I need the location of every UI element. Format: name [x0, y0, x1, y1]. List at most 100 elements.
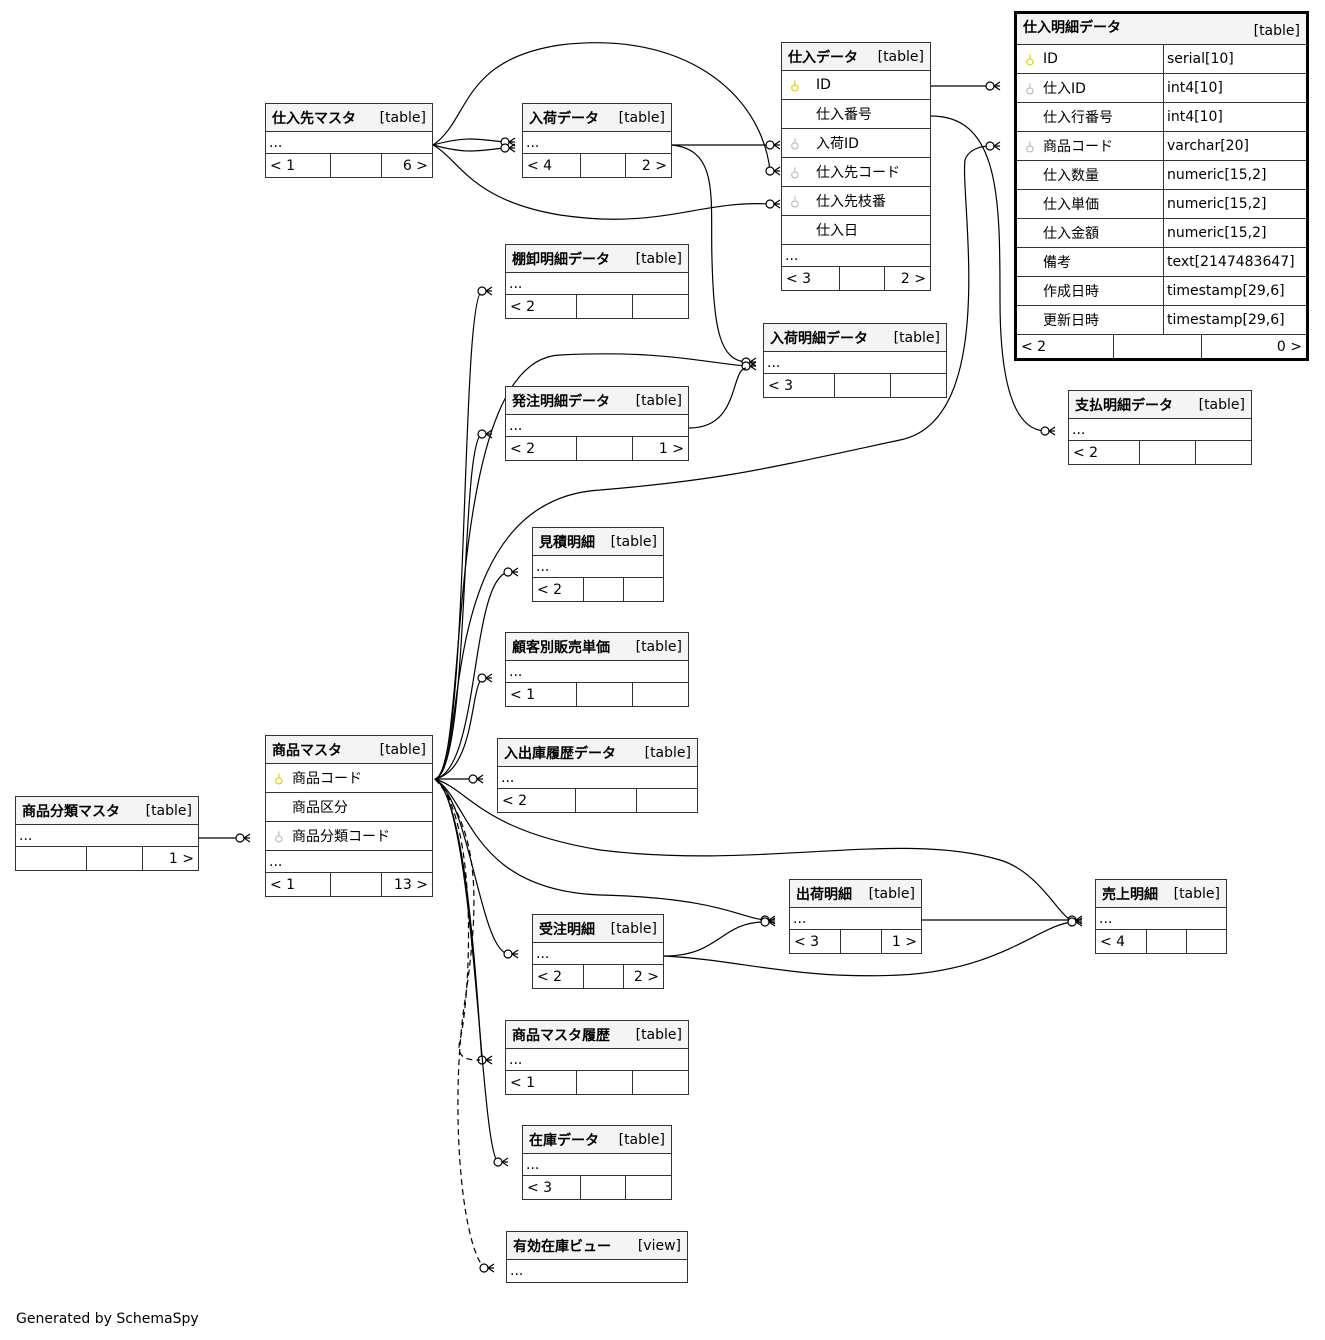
crows-foot-icon [993, 81, 1001, 91]
column-type: timestamp[29,6] [1163, 306, 1306, 334]
table-nyuka-meisai[interactable]: 入荷明細データ[table]...< 3 [763, 323, 947, 398]
table-shohin[interactable]: 商品マスタ [table] ⚲商品コード商品区分 ⚲ 商品分類コード ... < 1… [265, 735, 433, 897]
zero-or-many-marker-icon [765, 166, 775, 176]
zero-or-many-marker-icon [477, 673, 487, 683]
more-columns: ... [266, 851, 432, 873]
table-name: 受注明細 [539, 921, 595, 938]
column-row[interactable]: 仕入日 [782, 216, 930, 245]
row-count [579, 1176, 627, 1199]
crows-foot-icon [476, 774, 484, 784]
table-name: 棚卸明細データ [512, 251, 610, 268]
table-type: [table] [610, 533, 657, 550]
table-footer: < 2 [506, 295, 688, 318]
column-cell: ⚲仕入ID [1017, 74, 1163, 102]
foreign-key-icon: ⚲ [274, 828, 284, 844]
table-type: [table] [635, 1026, 682, 1043]
column-row[interactable]: 仕入番号 [782, 100, 930, 129]
table-bunrui[interactable]: 商品分類マスタ[table]...1 > [15, 796, 199, 871]
table-header: 売上明細[table] [1096, 880, 1226, 908]
column-name: 商品分類コード [292, 829, 390, 845]
table-uriage[interactable]: 売上明細[table]...< 4 [1095, 879, 1227, 954]
table-header: 入荷明細データ[table] [764, 324, 946, 352]
table-type: [table] [644, 744, 691, 761]
column-row[interactable]: 商品区分 [266, 793, 432, 822]
column-name: 仕入数量 [1043, 168, 1099, 184]
more-columns: ... [510, 1263, 524, 1279]
column-cell: 仕入単価 [1017, 190, 1163, 218]
relationship-line [688, 367, 747, 429]
relationship-line [434, 778, 509, 955]
child-count: 2 > [641, 157, 667, 174]
table-kokyaku[interactable]: 顧客別販売単価[table]...< 1 [505, 632, 689, 707]
column-name: 商品区分 [292, 800, 348, 816]
table-type: [table] [877, 48, 924, 65]
column-row[interactable]: ⚲ 仕入先コード [782, 158, 930, 187]
column-row[interactable]: ⚲入荷ID [782, 129, 930, 158]
column-row[interactable]: ⚲商品コード [266, 764, 432, 793]
crows-foot-icon [485, 1055, 493, 1065]
table-footer: < 3 2 > [782, 267, 930, 290]
table-nyushukko[interactable]: 入出庫履歴データ[table]...< 2 [497, 738, 698, 813]
generated-by-label: Generated by SchemaSpy [16, 1311, 199, 1327]
column-name: 仕入先コード [816, 165, 900, 181]
table-name: 有効在庫ビュー [513, 1238, 611, 1255]
parent-count: < 2 [537, 968, 563, 985]
table-header: 受注明細[table] [533, 915, 663, 943]
column-cell: 仕入番号 [782, 100, 930, 128]
parent-count: < 2 [537, 581, 563, 598]
foreign-key-icon: ⚲ [790, 164, 800, 180]
table-tanaoroshi[interactable]: 棚卸明細データ[table]...< 2 [505, 244, 689, 319]
table-footer: < 1 13 > [266, 873, 432, 896]
table-shiharai[interactable]: 支払明細データ[table]...< 2 [1068, 390, 1252, 465]
column-cell: 仕入金額 [1017, 219, 1163, 247]
column-cell: 仕入日 [782, 216, 930, 244]
table-type: [table] [635, 392, 682, 409]
relationship-line [434, 778, 1073, 921]
relationship-line [671, 144, 747, 363]
crows-foot-icon [511, 949, 519, 959]
table-header: 有効在庫ビュー[view] [507, 1232, 687, 1260]
child-count: 1 > [891, 933, 917, 950]
table-name: 在庫データ [529, 1132, 599, 1149]
column-row[interactable]: ⚲ 商品分類コード [266, 822, 432, 851]
relationship-line [434, 290, 483, 780]
column-cell: 備考 [1017, 248, 1163, 276]
more-columns: ... [790, 908, 921, 930]
table-yuko-zaiko[interactable]: 有効在庫ビュー[view]... [506, 1231, 688, 1283]
column-row[interactable]: ⚲ID [782, 71, 930, 100]
table-name: 見積明細 [539, 534, 595, 551]
column-cell: ⚲入荷ID [782, 129, 930, 157]
table-zaiko[interactable]: 在庫データ[table]...< 3 [522, 1125, 672, 1200]
column-row[interactable]: ⚲仕入先枝番 [782, 187, 930, 216]
parent-count: < 1 [270, 157, 296, 174]
zero-or-many-marker-icon [477, 429, 487, 439]
column-type: numeric[15,2] [1163, 219, 1306, 247]
table-shohin-rireki[interactable]: 商品マスタ履歴[table]...< 1 [505, 1020, 689, 1095]
relationship-line [663, 921, 1073, 977]
more-columns: ... [533, 556, 663, 578]
table-header: 商品マスタ [table] [266, 736, 432, 764]
parent-count: < 1 [270, 876, 296, 893]
table-mitsumori[interactable]: 見積明細 [table]... < 2 [532, 527, 664, 602]
row-count [576, 1071, 634, 1094]
